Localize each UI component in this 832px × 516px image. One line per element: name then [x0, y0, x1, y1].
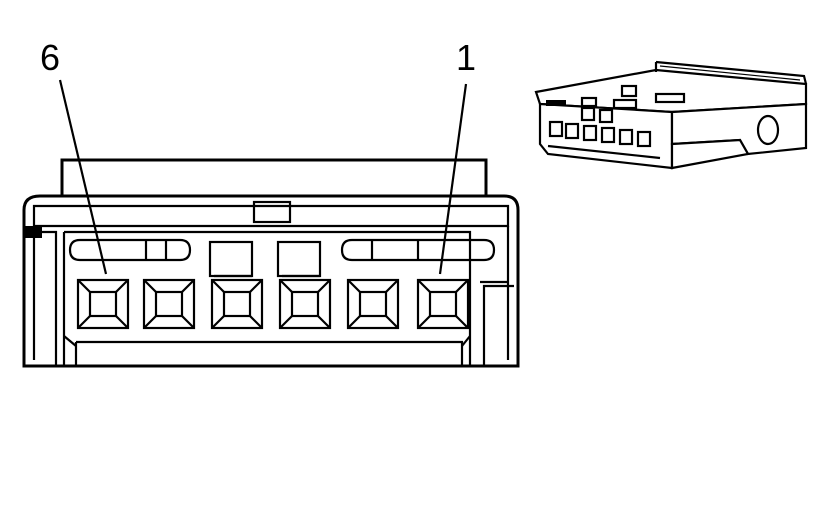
pin-6-label: 6 [40, 37, 60, 78]
isometric-terminal-cavities [548, 120, 652, 148]
pin-1-label: 1 [456, 37, 476, 78]
connector-face-view: 6 1 [22, 37, 520, 368]
terminal-cavity-3 [278, 278, 332, 330]
terminal-cavity-6 [76, 278, 130, 330]
terminal-cavity-5 [142, 278, 196, 330]
pin-1-leader-line [438, 83, 468, 275]
pin-6-leader-line [58, 79, 108, 275]
connector-isometric-view [534, 60, 808, 170]
terminal-cavity-2 [346, 278, 400, 330]
terminal-cavity-1 [416, 278, 470, 330]
terminal-cavity-4 [210, 278, 264, 330]
